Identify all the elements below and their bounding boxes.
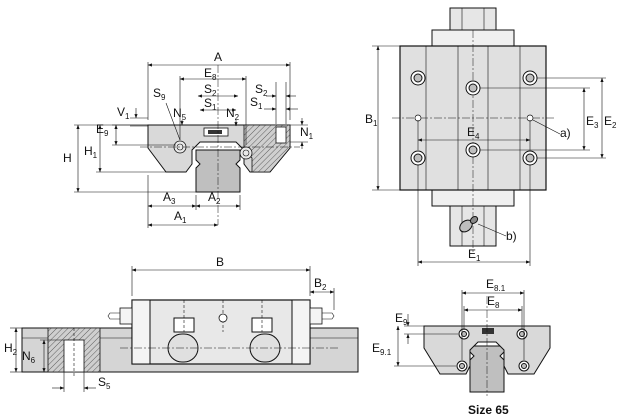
label-B2: B2 <box>314 276 327 292</box>
label-H: H <box>63 151 72 165</box>
label-S2-right: S2 <box>255 82 268 98</box>
label-S2: S2 <box>204 82 217 98</box>
label-A3: A3 <box>163 190 176 206</box>
label-E8: E8 <box>204 66 217 82</box>
label-V1: V1 <box>117 105 130 121</box>
note-b: b) <box>506 229 517 243</box>
roller-right <box>239 146 253 160</box>
label-E9-size65: E9 <box>395 311 408 327</box>
label-E9: E9 <box>96 122 109 138</box>
label-H2: H2 <box>4 341 18 357</box>
front-section-view: A E8 S2 S1 S2 S1 S9 N5 N2 V1 <box>63 50 314 228</box>
label-S9: S9 <box>153 86 166 102</box>
label-E3: E3 <box>586 114 599 130</box>
flange-hole <box>275 126 287 144</box>
note-a: a) <box>560 126 571 140</box>
label-E9-1: E9.1 <box>372 341 392 357</box>
label-A1: A1 <box>174 209 187 225</box>
label-A: A <box>214 50 222 64</box>
label-E8-1: E8.1 <box>486 277 506 293</box>
screw-holes <box>410 70 538 166</box>
label-N5: N5 <box>173 106 187 122</box>
label-N2: N2 <box>226 106 240 122</box>
label-A2: A2 <box>208 190 221 206</box>
label-S1: S1 <box>204 96 217 112</box>
lube-nipple-icon <box>459 216 479 233</box>
label-E4: E4 <box>467 125 480 141</box>
label-S1-right: S1 <box>250 95 263 111</box>
label-N6: N6 <box>22 349 36 365</box>
label-E2: E2 <box>604 114 617 130</box>
label-E1: E1 <box>468 247 481 263</box>
label-B1: B1 <box>365 112 378 128</box>
label-H1: H1 <box>84 144 98 160</box>
size-caption: Size 65 <box>468 403 509 417</box>
label-S5: S5 <box>98 375 111 391</box>
carriage-side <box>131 299 311 365</box>
label-E8-size65: E8 <box>487 294 500 310</box>
size-65-view: E8.1 E8 E9 E9.1 Size 65 <box>372 277 551 417</box>
top-view: B1 E4 E3 E2 a) b) E1 <box>365 7 617 266</box>
side-view: B B2 H2 N6 S5 <box>4 255 359 392</box>
label-N1: N1 <box>300 125 314 141</box>
label-B: B <box>216 255 224 269</box>
